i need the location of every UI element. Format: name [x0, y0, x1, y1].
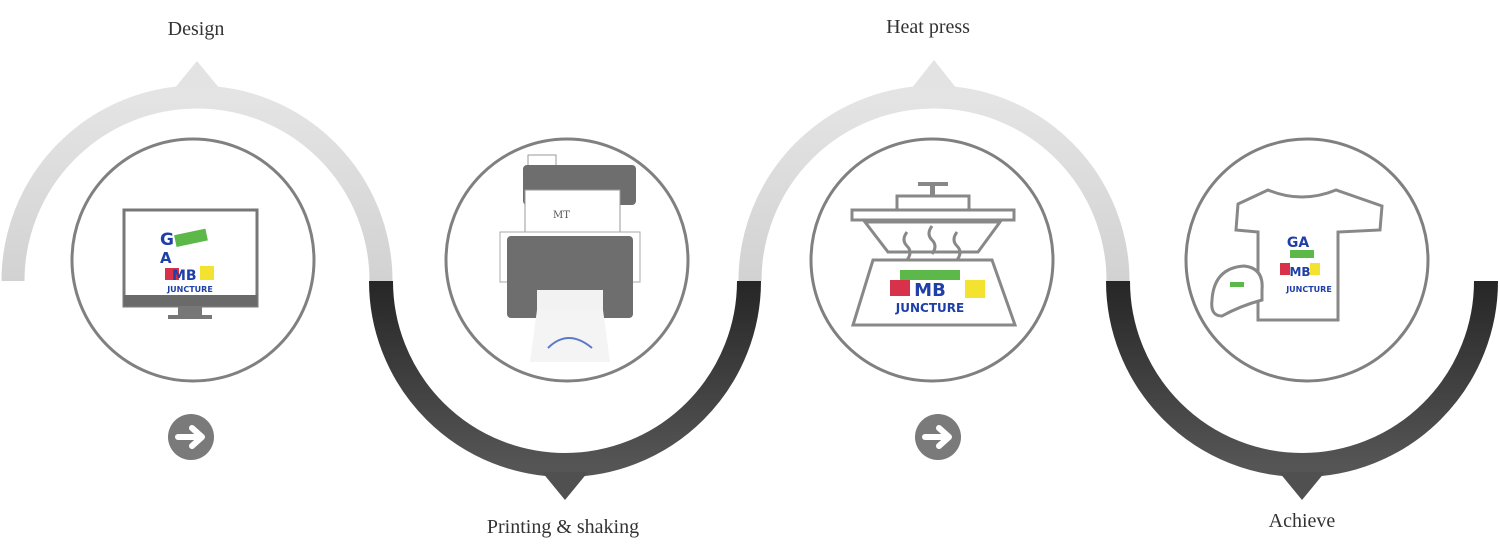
arc-achieve [1106, 280, 1498, 500]
pointer-up-design [174, 61, 220, 89]
arc-printing [369, 280, 761, 500]
pointer-down-achieve [1279, 472, 1325, 500]
svg-text:JUNCTURE: JUNCTURE [895, 301, 964, 315]
pointer-up-heat-press [911, 60, 957, 89]
pointer-down-printing [542, 472, 588, 500]
svg-text:JUNCTURE: JUNCTURE [1285, 285, 1332, 294]
step-label-heat-press: Heat press [886, 16, 970, 38]
svg-text:MB: MB [1289, 265, 1310, 279]
tshirt-cap-icon: GA MB JUNCTURE [1210, 188, 1384, 322]
heat-press-icon: MB JUNCTURE [850, 182, 1018, 327]
svg-text:MB: MB [914, 280, 946, 301]
svg-text:GA: GA [1287, 235, 1309, 251]
svg-text:G: G [160, 230, 174, 250]
svg-text:A: A [160, 249, 172, 267]
printer-icon: MT [499, 154, 641, 362]
svg-text:MB: MB [172, 268, 197, 284]
arrow-right-icon [915, 414, 961, 460]
monitor-icon: G A MB JUNCTURE [122, 208, 259, 319]
arc-heat-press [738, 60, 1130, 282]
arc-design [1, 61, 393, 282]
step-label-design: Design [167, 18, 225, 40]
step-label-printing: Printing & shaking [486, 516, 640, 538]
step-label-achieve: Achieve [1268, 510, 1336, 532]
arrow-right-icon [168, 414, 214, 460]
logo-artwork: G A MB JUNCTURE [160, 228, 214, 294]
svg-text:JUNCTURE: JUNCTURE [166, 285, 213, 294]
svg-text:MT: MT [553, 210, 570, 221]
